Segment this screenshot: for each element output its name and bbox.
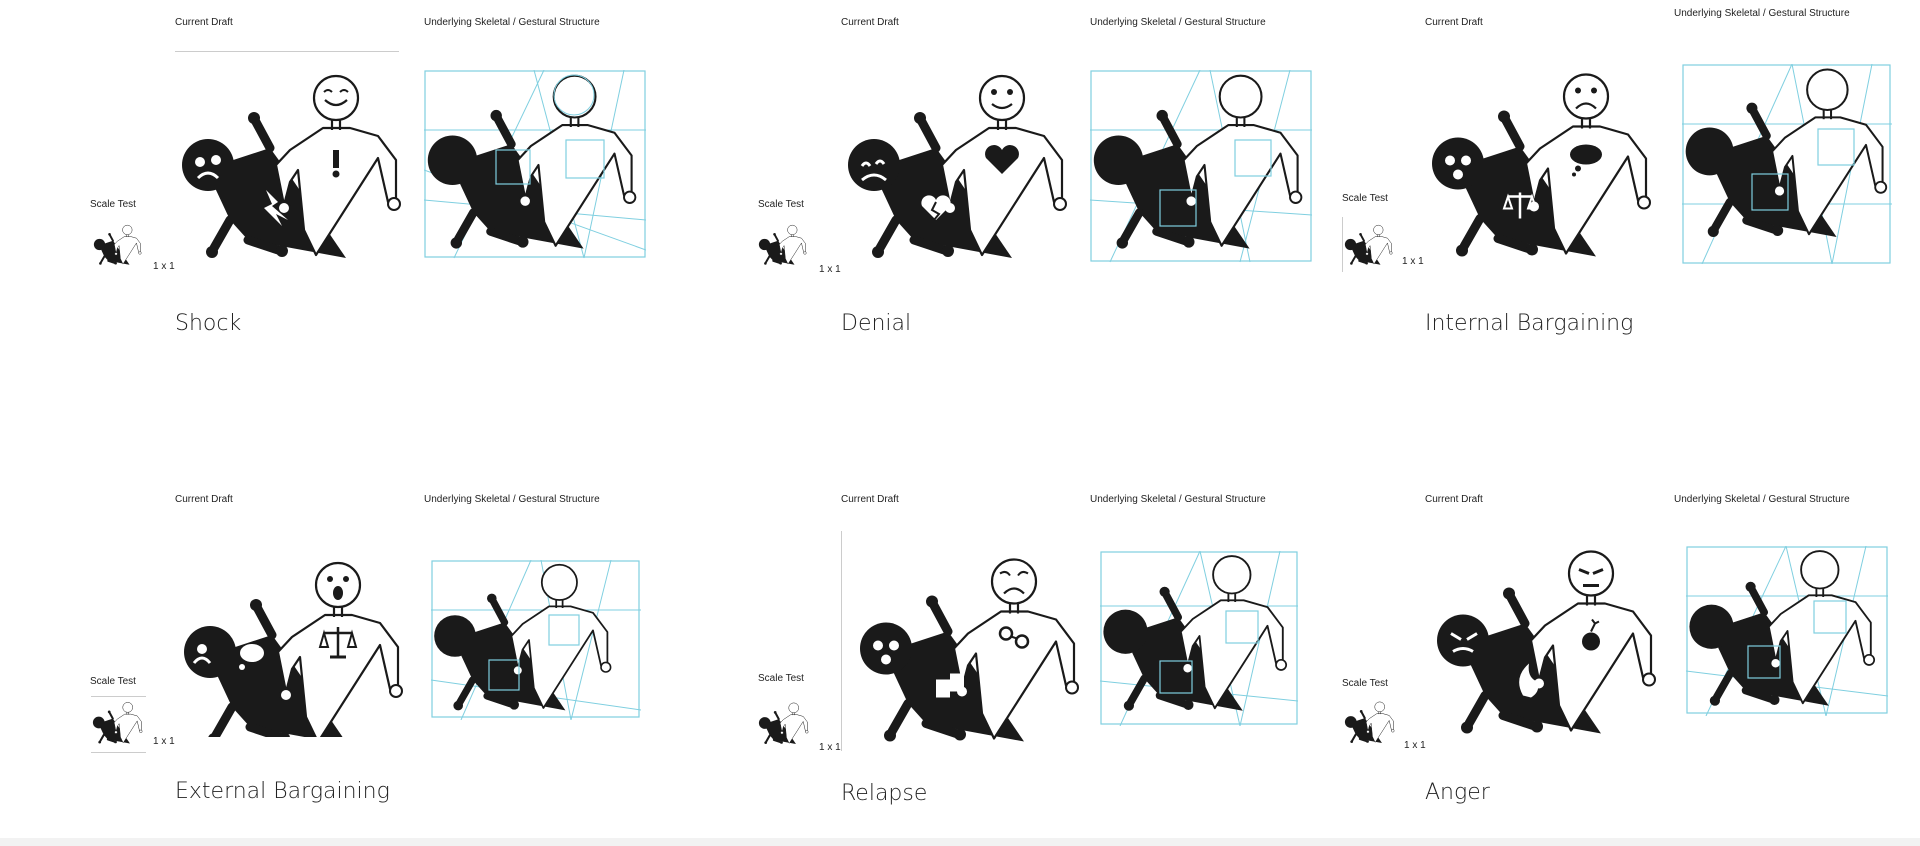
current-draft-artwork: [1433, 550, 1657, 738]
sad-icon: [195, 155, 221, 180]
stage-title: Anger: [1425, 780, 1490, 805]
scale-ratio-label: 1 x 1: [153, 261, 175, 272]
smile-icon: [991, 89, 1013, 110]
current-draft-artwork: [856, 558, 1080, 751]
current-draft-label: Current Draft: [1425, 494, 1483, 505]
skeletal-label: Underlying Skeletal / Gestural Structure: [424, 17, 600, 28]
scale-ratio-label: 1 x 1: [1402, 256, 1424, 267]
cards-icon: [936, 673, 964, 698]
exclamation-icon: [332, 150, 340, 178]
stage-title: Internal Bargaining: [1425, 311, 1634, 336]
current-draft-label: Current Draft: [841, 494, 899, 505]
stage-title: Shock: [175, 311, 242, 336]
bottom-strip: [0, 838, 1920, 846]
current-draft-artwork: [178, 74, 402, 260]
scale-test-label: Scale Test: [1342, 193, 1388, 204]
worried-icon: [999, 570, 1029, 595]
skeletal-artwork: [1090, 70, 1312, 263]
skeletal-artwork: [1686, 546, 1888, 716]
sad-icon: [192, 644, 212, 664]
current-draft-artwork: [180, 561, 404, 737]
bomb-icon: [1582, 618, 1600, 651]
flame-icon: [1519, 663, 1539, 698]
scale-test-artwork: [93, 224, 142, 266]
scale-test-artwork: [1344, 701, 1395, 745]
scales-icon: [1502, 192, 1538, 219]
stage-title: External Bargaining: [175, 779, 390, 804]
smile-face: [323, 89, 349, 107]
scale-test-label: Scale Test: [758, 199, 804, 210]
heart-icon: [985, 145, 1019, 174]
scale-ratio-label: 1 x 1: [819, 742, 841, 753]
stage-panel-internal-bargaining: Current Draft Underlying Skeletal / Gest…: [1250, 0, 1892, 423]
angry-icon: [1578, 568, 1604, 587]
stage-title: Denial: [841, 311, 912, 336]
skeletal-label: Underlying Skeletal / Gestural Structure: [1674, 8, 1850, 19]
stage-panel-external-bargaining: Current Draft Underlying Skeletal / Gest…: [0, 423, 641, 846]
skeletal-label: Underlying Skeletal / Gestural Structure: [1090, 17, 1266, 28]
surprised-icon: [327, 576, 349, 600]
sad-icon: [860, 159, 887, 182]
scale-ratio-label: 1 x 1: [819, 264, 841, 275]
current-draft-label: Current Draft: [175, 17, 233, 28]
thought-cloud-icon: [239, 644, 264, 670]
skeletal-artwork: [1100, 551, 1298, 726]
stage-panel-denial: Current Draft Underlying Skeletal / Gest…: [666, 0, 1312, 423]
current-draft-label: Current Draft: [1425, 17, 1483, 28]
scale-test-label: Scale Test: [90, 199, 136, 210]
scales-icon: [318, 627, 358, 659]
skeletal-label: Underlying Skeletal / Gestural Structure: [1090, 494, 1266, 505]
thought-cloud-icon: [1570, 144, 1602, 177]
stage-panel-shock: Current Draft Underlying Skeletal / Gest…: [0, 0, 646, 423]
skeletal-artwork: [1682, 64, 1892, 264]
angry-icon-dark: [1450, 632, 1478, 653]
skeletal-artwork: [424, 70, 646, 259]
stage-panel-relapse: Current Draft Underlying Skeletal / Gest…: [666, 423, 1306, 846]
stage-panel-anger: Current Draft Underlying Skeletal / Gest…: [1250, 423, 1890, 846]
skeletal-artwork: [431, 560, 641, 720]
current-draft-label: Current Draft: [175, 494, 233, 505]
eyes-icon: [873, 640, 899, 665]
current-draft-artwork: [844, 74, 1068, 260]
lightning-icon: [264, 190, 288, 226]
scale-test-box: [91, 696, 146, 753]
current-draft-artwork: [1428, 73, 1652, 266]
scale-test-label: Scale Test: [90, 676, 136, 687]
frown-icon: [1575, 87, 1597, 110]
draft-divider: [175, 51, 399, 52]
scale-test-label: Scale Test: [1342, 678, 1388, 689]
scale-test-artwork: [758, 702, 809, 746]
stage-title: Relapse: [841, 781, 928, 806]
scale-test-label: Scale Test: [758, 673, 804, 684]
scale-test-artwork: [92, 702, 143, 745]
current-draft-label: Current Draft: [841, 17, 899, 28]
broken-heart-icon: [921, 195, 951, 221]
scale-test-artwork: [758, 224, 807, 266]
eyes-icon: [1445, 155, 1471, 180]
scale-ratio-label: 1 x 1: [153, 736, 175, 747]
skeletal-label: Underlying Skeletal / Gestural Structure: [1674, 494, 1850, 505]
scale-test-divider: [1342, 217, 1343, 272]
scale-ratio-label: 1 x 1: [1404, 740, 1426, 751]
skeletal-label: Underlying Skeletal / Gestural Structure: [424, 494, 600, 505]
handcuffs-icon: [998, 626, 1030, 649]
scale-test-artwork: [1344, 224, 1393, 266]
draft-divider: [841, 531, 842, 751]
